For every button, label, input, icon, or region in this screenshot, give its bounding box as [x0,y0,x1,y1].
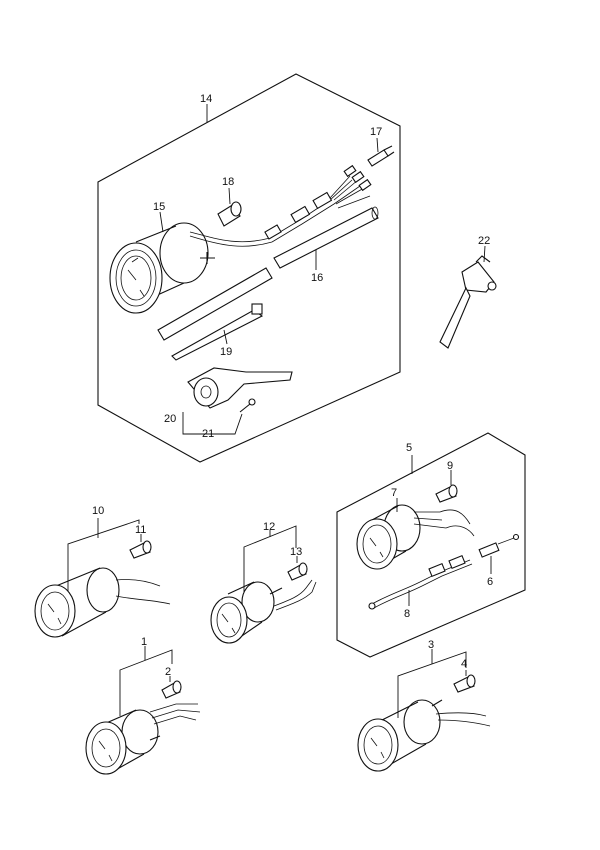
leader-20-21 [182,412,243,435]
part-19-cable-tie [171,303,264,361]
label-7: 7 [391,487,397,499]
label-2: 2 [165,666,171,678]
label-18: 18 [222,176,234,188]
label-3: 3 [428,639,434,651]
label-15: 15 [153,201,165,213]
label-12: 12 [263,521,275,533]
wire-7b [445,525,475,537]
group-3: 3 4 [357,639,491,772]
label-14: 14 [200,93,212,105]
group-10: 10 11 [34,505,171,638]
label-9: 9 [447,460,453,472]
part-7-gauge [356,504,447,570]
label-8: 8 [404,608,410,620]
label-6: 6 [487,576,493,588]
part-13-bulb [287,562,308,581]
label-11: 11 [135,524,146,536]
kit-14-group: 14 15 [97,73,401,463]
tube-segment [157,267,273,341]
leader-18 [228,187,231,205]
part-20-bracket [187,367,293,409]
label-10: 10 [92,505,104,517]
part-10-gauge [34,567,171,638]
label-19: 19 [220,346,232,358]
label-4: 4 [461,658,467,670]
part-18-bulb [217,201,242,227]
part-1-gauge [85,703,201,775]
part-21-screw [239,398,256,413]
kit-5-outline [336,432,526,658]
label-21: 21 [202,428,214,440]
part-3-gauge [357,699,491,772]
leader-17 [376,137,379,153]
group-1: 1 2 [85,636,201,775]
label-5: 5 [406,442,412,454]
label-22: 22 [478,235,490,247]
part-22-lever [439,255,497,349]
part-4-bulb [453,674,476,693]
leader-19 [223,329,228,345]
part-11-bulb [129,540,152,559]
wire-7a [439,509,471,525]
part-9-bulb [435,484,458,503]
part-17-plug [367,145,395,167]
part-15-gauge [109,222,273,314]
label-13: 13 [290,546,302,558]
label-17: 17 [370,126,382,138]
leader-1 [119,649,173,716]
label-16: 16 [311,272,323,284]
part-12-gauge [210,579,317,644]
part-2-bulb [161,680,182,699]
label-1: 1 [141,636,147,648]
leader-15 [159,211,164,233]
leader-10 [67,519,140,596]
kit-5-group: 5 7 9 8 [336,432,526,658]
wiring-harness [264,164,372,243]
kit-14-outline [97,73,401,463]
part-8-harness [368,554,473,610]
group-12: 12 13 [210,521,317,644]
leader-22 [483,245,486,263]
label-20: 20 [164,413,176,425]
part-6-wire [478,533,520,558]
part-16-tube [273,206,379,269]
